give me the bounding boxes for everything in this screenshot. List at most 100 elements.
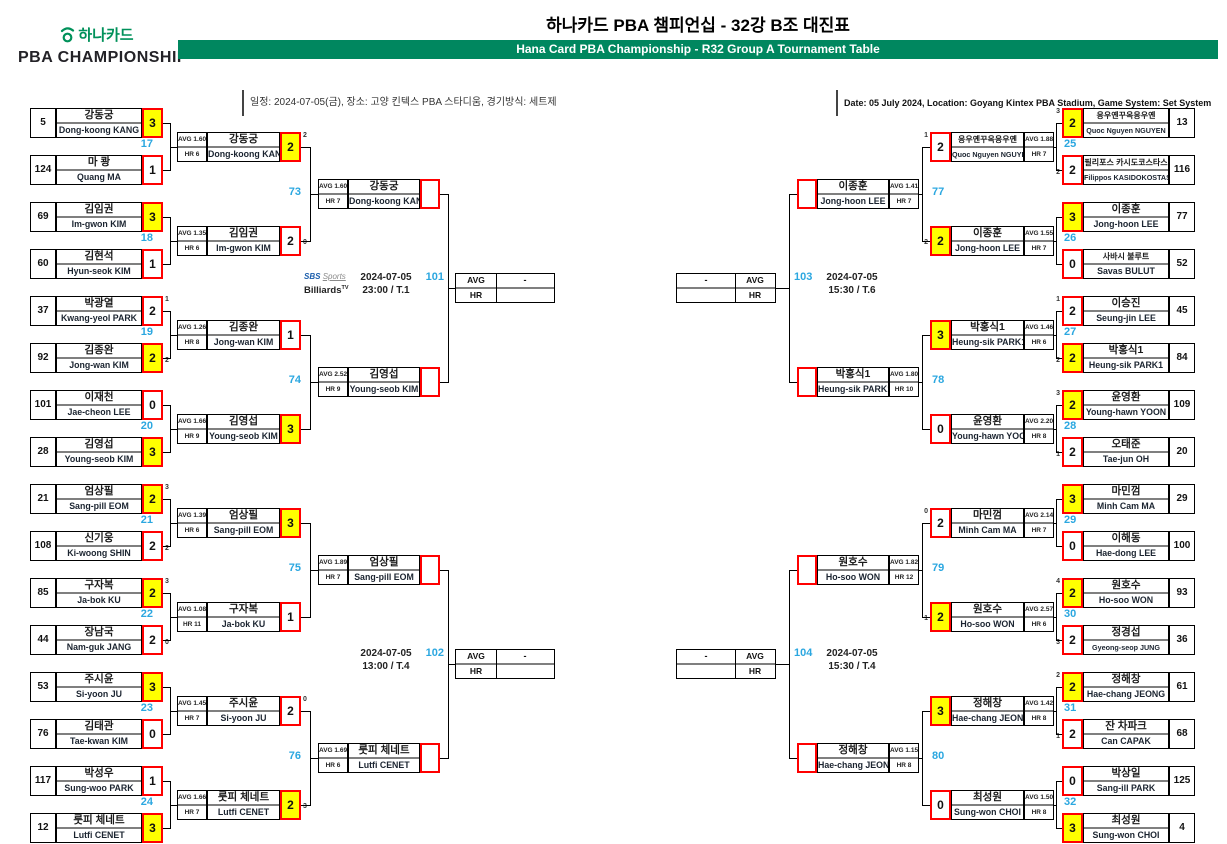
score-cell: 2 — [142, 531, 163, 561]
player-name-english: Young-hawn YOON — [952, 430, 1023, 441]
sbs-sports-logo-text: SBS Sports — [304, 271, 366, 282]
player-name-korean: 원호수 — [973, 602, 1002, 615]
match-number: 101 — [425, 270, 444, 283]
hr-stat: HR 8 — [1031, 808, 1047, 816]
shootout-score: 1 — [1056, 296, 1060, 303]
seed-cell: 4 — [1169, 813, 1195, 843]
seed-cell: 12 — [30, 813, 56, 843]
stat-cell: AVG 1.393HR 6 — [177, 507, 207, 538]
player-name-korean: 원호수 — [838, 555, 868, 568]
score-cell: 0 — [1062, 249, 1083, 279]
player-name-korean: 주시윤 — [84, 673, 114, 685]
score-cell — [420, 742, 440, 773]
result-divider — [456, 662, 554, 665]
match-time: 23:00 / T.1 — [362, 284, 410, 296]
match-date: 2024-07-05 — [360, 647, 412, 659]
player-name-korean: 응우옌꾸옥응우옌 — [1096, 111, 1156, 120]
score-cell — [797, 178, 817, 209]
player-name-english: Quang MA — [77, 172, 121, 182]
player-name-korean: 사바시 불루트 — [1102, 252, 1150, 261]
stat-divider — [1025, 427, 1053, 430]
score-cell: 2 — [1062, 155, 1083, 185]
hr-stat: HR 9 — [325, 385, 341, 393]
player-name-korean: 장남국 — [84, 626, 114, 638]
bracket-line — [170, 617, 177, 618]
player-name-english: Hae-chang JEONG — [952, 712, 1023, 723]
name-divider — [208, 709, 279, 712]
player-name-english: Gyeong-seop JUNG — [1092, 643, 1160, 652]
name-divider — [1084, 780, 1168, 782]
player-name-korean: 박홍식1 — [835, 367, 871, 380]
shootout-score: 0 — [165, 639, 169, 646]
name-divider — [208, 615, 279, 618]
bracket-line — [163, 546, 170, 547]
bracket-line — [1056, 358, 1062, 359]
bracket-line — [301, 334, 310, 336]
bracket-line — [789, 757, 797, 759]
seed-cell: 69 — [30, 202, 56, 232]
player-name-english: Si-yoon JU — [220, 712, 267, 723]
avg-stat: AVG 1.462 — [1025, 323, 1053, 331]
score-cell: 3 — [142, 437, 163, 467]
score-cell: 1 — [142, 155, 163, 185]
hr-stat: HR 11 — [182, 620, 202, 628]
seed-cell: 60 — [30, 249, 56, 279]
bracket-line — [922, 240, 930, 242]
player-name-english: Kwang-yeol PARK — [60, 313, 138, 323]
name-divider — [818, 380, 888, 383]
match-time: 15:30 / T.4 — [828, 660, 876, 672]
subtitle-text: Hana Card PBA Championship - R32 Group A… — [516, 42, 880, 56]
result-row: HR — [456, 289, 554, 302]
match-number: 24 — [140, 796, 153, 808]
name-divider — [1084, 686, 1168, 688]
bracket-line — [789, 193, 797, 195]
match-number: 80 — [932, 749, 945, 762]
bracket-line — [789, 569, 797, 571]
name-divider — [57, 545, 141, 547]
avg-stat: AVG 1.552 — [1025, 229, 1053, 237]
player-name-english: Minh Cam MA — [1096, 501, 1156, 511]
seed-cell: 36 — [1169, 625, 1195, 655]
result-value: - — [704, 274, 708, 285]
name-divider — [818, 756, 888, 759]
match-number: 28 — [1064, 420, 1077, 432]
name-divider — [57, 310, 141, 312]
hr-stat: HR 7 — [1031, 526, 1047, 534]
seed-cell: 52 — [1169, 249, 1195, 279]
match-number: 32 — [1064, 796, 1077, 808]
player-name-english: Dong-koong KANG — [349, 195, 419, 206]
stat-divider — [890, 756, 918, 759]
result-value: - — [523, 274, 527, 285]
hr-stat: HR 6 — [1031, 338, 1047, 346]
hr-stat: HR 7 — [184, 808, 200, 816]
player-name-korean: 구자복 — [84, 579, 114, 591]
name-divider — [57, 592, 141, 594]
player-name-korean: 원호수 — [1111, 579, 1141, 591]
score-cell: 2 — [142, 578, 163, 608]
result-divider — [456, 286, 554, 289]
bracket-line — [919, 193, 922, 195]
player-name-english: Seung-jin LEE — [1096, 313, 1156, 323]
shootout-score: 1 — [1056, 733, 1060, 740]
player-name-english: Lutfi CENET — [73, 830, 125, 840]
stat-divider — [319, 756, 347, 759]
player-name-english: Savas BULUT — [1097, 266, 1155, 276]
name-divider — [1084, 827, 1168, 829]
stat-cell: AVG 1.897HR 7 — [318, 554, 348, 585]
bracket-line — [1054, 429, 1057, 430]
shootout-score: 1 — [924, 614, 928, 622]
name-divider — [208, 239, 279, 242]
